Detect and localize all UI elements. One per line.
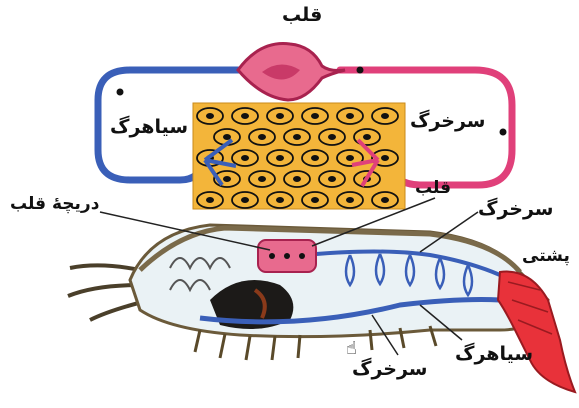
artery-valve-dot (500, 129, 507, 136)
cell-nucleus (241, 197, 249, 203)
cell-nucleus (311, 197, 319, 203)
cell-nucleus (293, 176, 301, 182)
label-artery-bottom: سرخرگ (352, 360, 427, 379)
cell-nucleus (311, 113, 319, 119)
vein-valve-dot (117, 89, 124, 96)
cell-nucleus (311, 155, 319, 161)
label-vein-bottom: سیاهرگ (455, 345, 533, 364)
cell-nucleus (346, 113, 354, 119)
cell-nucleus (381, 197, 389, 203)
cell-nucleus (328, 176, 336, 182)
ostium (269, 253, 275, 259)
hand-cursor-icon: ☝ (346, 338, 357, 359)
cell-nucleus (276, 155, 284, 161)
label-dorsal-artery-line1: سرخرگ (478, 200, 553, 219)
cell-nucleus (241, 113, 249, 119)
shrimp-body (130, 225, 548, 337)
cell-nucleus (276, 113, 284, 119)
valve-dot (357, 67, 364, 74)
tissue-block (193, 103, 405, 209)
cell-nucleus (276, 197, 284, 203)
cell-nucleus (258, 176, 266, 182)
cell-nucleus (363, 134, 371, 140)
cell-nucleus (381, 155, 389, 161)
cell-nucleus (206, 113, 214, 119)
cell-nucleus (346, 197, 354, 203)
label-dorsal-artery-line2: پشتی (522, 248, 570, 265)
label-heart-valve: دریچهٔ قلب (10, 196, 99, 213)
cell-nucleus (223, 134, 231, 140)
ostium (284, 253, 290, 259)
cell-nucleus (346, 155, 354, 161)
label-heart-mid: قلب (415, 180, 451, 197)
cell-nucleus (258, 134, 266, 140)
cell-nucleus (223, 176, 231, 182)
label-vein-left: سیاهرگ (110, 118, 188, 137)
cell-nucleus (241, 155, 249, 161)
cell-nucleus (293, 134, 301, 140)
label-artery-right: سرخرگ (410, 112, 485, 131)
ostium (299, 253, 305, 259)
cell-nucleus (381, 113, 389, 119)
cell-nucleus (206, 197, 214, 203)
label-heart-top: قلب (282, 6, 322, 25)
cell-nucleus (328, 134, 336, 140)
